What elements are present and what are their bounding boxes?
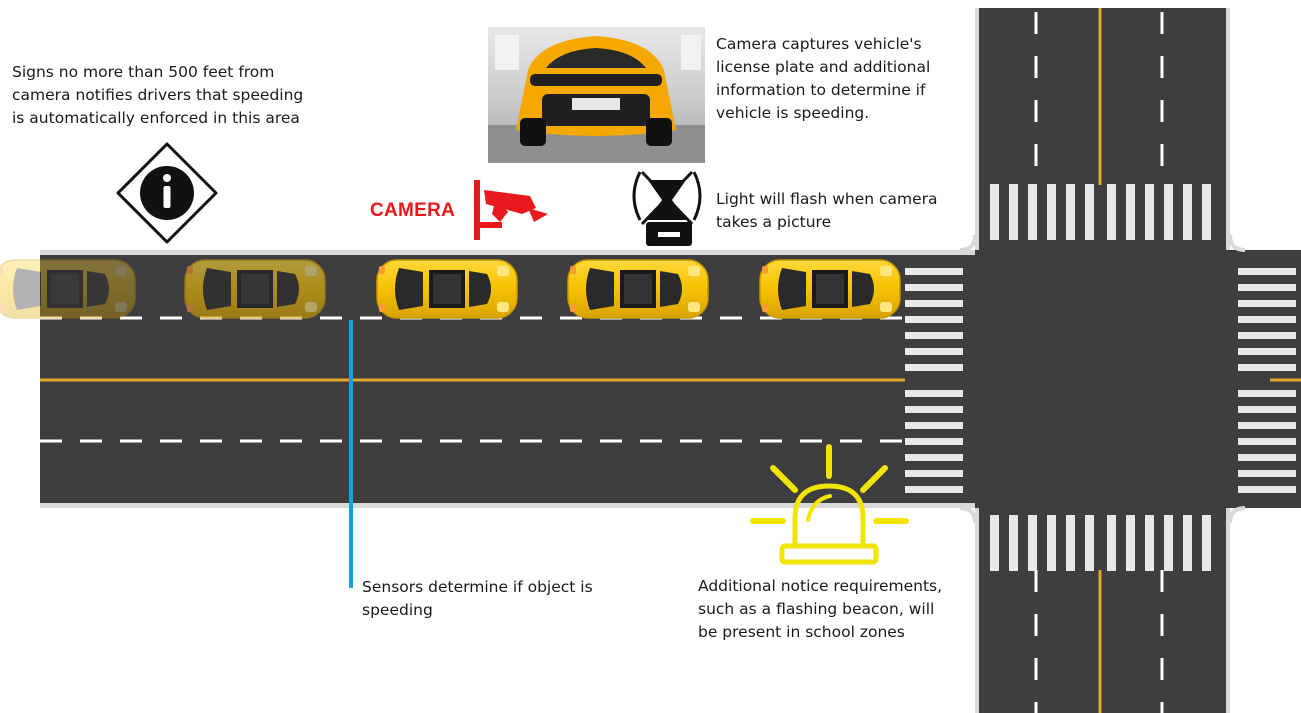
car	[568, 260, 708, 318]
speed-camera-icon	[474, 180, 548, 240]
camera-capture-note: Camera captures vehicle's license plate …	[716, 33, 930, 125]
signs-note: Signs no more than 500 feet from camera …	[12, 61, 303, 130]
car	[377, 260, 517, 318]
curb-corner	[1230, 508, 1245, 523]
flash-note: Light will flash when camera takes a pic…	[716, 188, 938, 234]
sensors-note: Sensors determine if object is speeding	[362, 576, 593, 622]
curb-corner	[960, 235, 975, 250]
info-sign-icon	[118, 144, 216, 242]
camera-flash-icon	[634, 172, 700, 246]
camera-label: CAMERA	[370, 200, 455, 222]
curb-corner	[960, 508, 975, 523]
car-rear-photo	[488, 27, 705, 163]
car	[760, 260, 900, 318]
curb-corner	[1230, 235, 1245, 250]
car-faded-2	[185, 260, 325, 318]
vertical-road	[975, 8, 1301, 713]
beacon-note: Additional notice requirements, such as …	[698, 575, 942, 644]
car-faded-1	[0, 260, 135, 318]
